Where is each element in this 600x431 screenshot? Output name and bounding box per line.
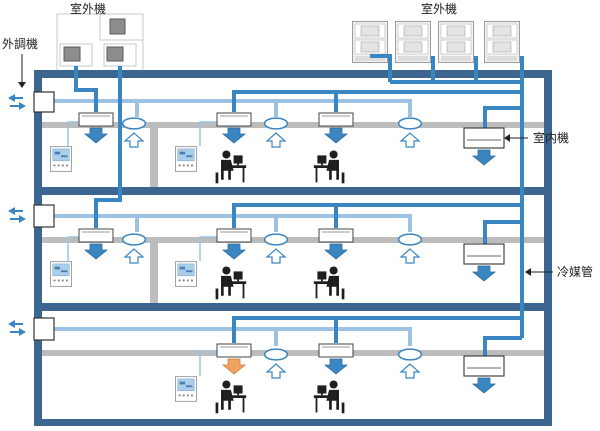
supply-air-arrows [83,127,349,375]
indoor-unit-icon [463,243,505,265]
indoor-unit-label: 室内機 [533,130,569,145]
person-at-desk-icon [215,150,247,184]
remote-controller-icon [50,261,72,287]
outdoor-unit-icon [106,46,124,62]
outside-air-unit-icon [33,204,55,228]
outdoor-unit-icon [63,46,81,62]
supply-air-arrow-highlight [221,358,247,375]
vent-icon [398,233,422,246]
ductwork [40,122,544,356]
outside-air-unit-group [33,91,55,341]
remote-controller-icon [175,261,197,287]
remote-controller-icon [175,376,197,402]
person-at-desk-icon [313,380,345,414]
vent-icon [122,233,146,246]
outdoor-unit-label-small: 室外機 [70,1,106,16]
indoor-unit-icon [463,355,505,377]
outside-air-unit-icon [33,317,55,341]
person-at-desk-icon [215,266,247,300]
indoor-units [463,127,505,394]
outside-air-unit-label: 外調機 [2,36,38,51]
person-at-desk-icon [313,150,345,184]
vent-icon [398,117,422,130]
refrigerant-pipe-label: 冷媒管 [557,264,593,279]
vent-icon [264,348,288,361]
outside-air-unit-icon [33,91,55,113]
remote-controller-icon [175,146,197,172]
remote-controller-icon [50,146,72,172]
outdoor-unit-icon [395,20,431,64]
vent-icon [264,233,288,246]
vent-icon [398,348,422,361]
refrigerant-pipe-main [74,54,524,356]
vent-icon [264,117,288,130]
outdoor-unit-label-large: 室外機 [421,1,457,16]
outside-air-arrows [8,94,26,336]
outdoor-unit-icon [484,20,520,64]
outdoor-unit-icon [109,18,126,35]
person-at-desk-icon [313,266,345,300]
remote-controllers [50,146,197,402]
indoor-unit-icon [463,127,505,149]
return-air-arrows [123,132,421,379]
person-at-desk-icon [215,380,247,414]
outdoor-unit-icon [438,20,474,64]
vent-icon [122,117,146,130]
refrigerant-branch-light [54,99,412,376]
building-frame [34,70,552,426]
cassette-units [78,112,354,358]
